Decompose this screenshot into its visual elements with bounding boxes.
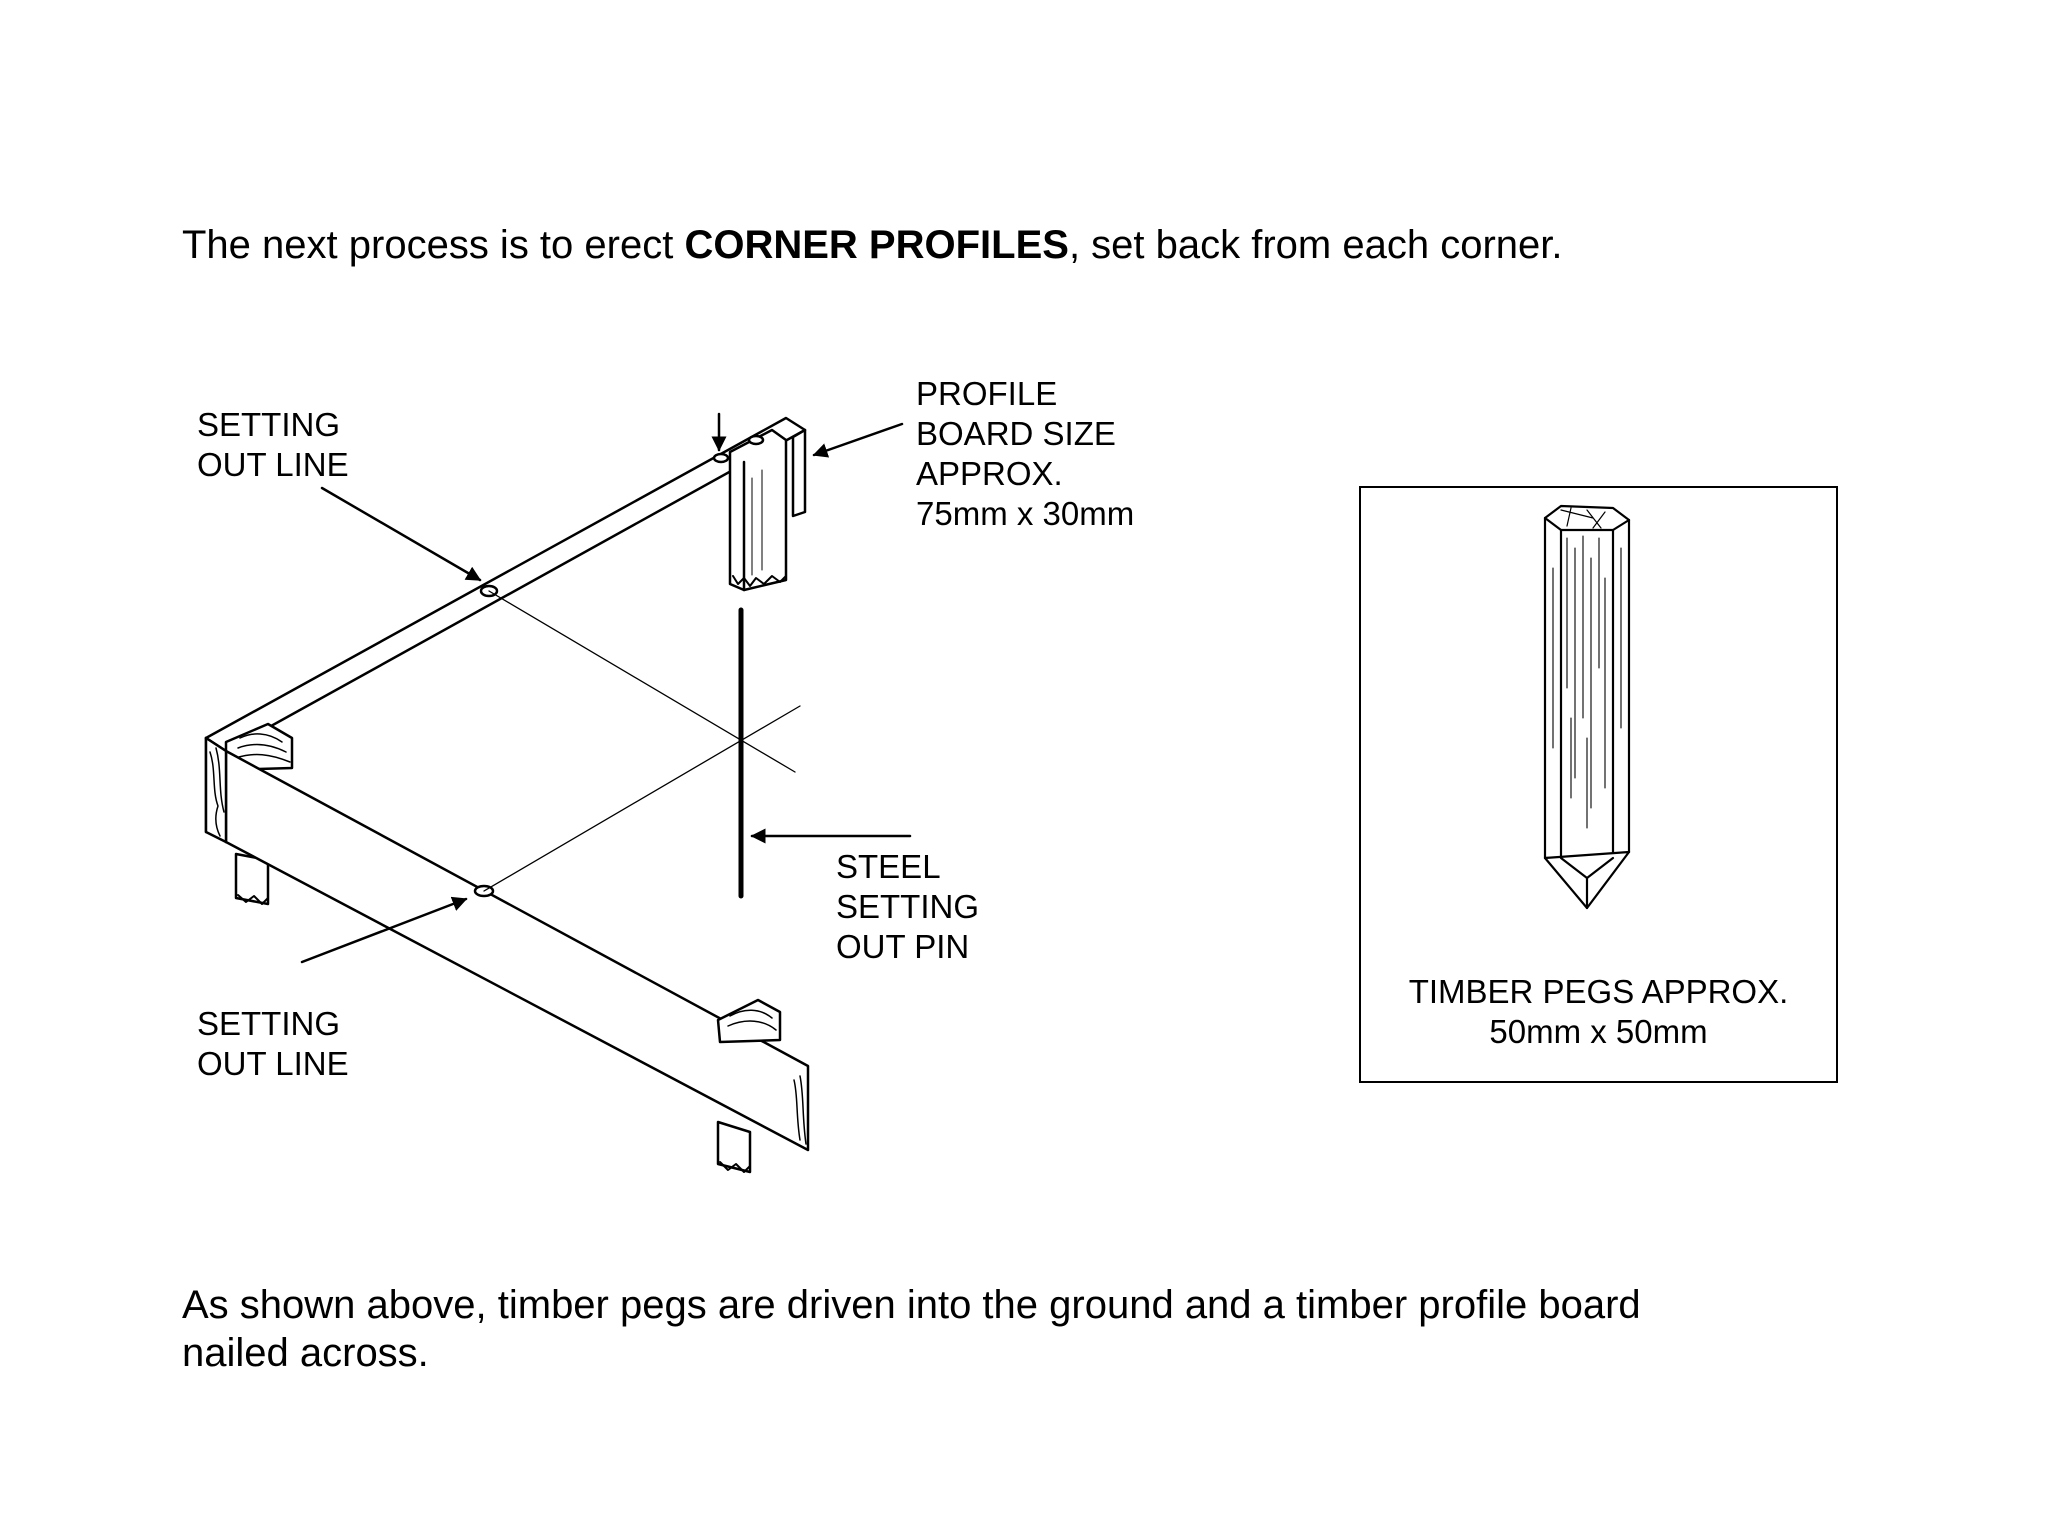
- label-line: STEEL: [836, 848, 941, 885]
- label-line: SETTING: [197, 1005, 341, 1042]
- outro-line-1: As shown above, timber pegs are driven i…: [182, 1283, 1641, 1327]
- outro-text: As shown above, timber pegs are driven i…: [182, 1281, 1641, 1377]
- label-line: SETTING: [197, 406, 341, 443]
- caption-line: 50mm x 50mm: [1489, 1013, 1708, 1050]
- nail-hole-top-b: [747, 434, 765, 446]
- arrow-setting-out-line-bottom: [300, 896, 468, 964]
- label-arrows: [300, 412, 912, 964]
- front-peg-lower: [716, 998, 782, 1174]
- label-line: BOARD SIZE: [916, 415, 1116, 452]
- arrow-setting-out-line-top: [320, 486, 482, 582]
- label-profile-board: PROFILE BOARD SIZE APPROX. 75mm x 30mm: [916, 374, 1134, 534]
- nail-hole-top-a: [712, 452, 730, 464]
- label-line: SETTING: [836, 888, 980, 925]
- intro-text-start: The next process is to erect: [182, 223, 685, 267]
- label-steel-pin: STEEL SETTING OUT PIN: [836, 847, 979, 967]
- label-line: OUT PIN: [836, 928, 970, 965]
- label-line: 75mm x 30mm: [916, 495, 1135, 532]
- outro-line-2: nailed across.: [182, 1331, 429, 1375]
- intro-text-end: , set back from each corner.: [1068, 223, 1563, 267]
- timber-peg-caption: TIMBER PEGS APPROX. 50mm x 50mm: [1361, 972, 1836, 1052]
- string-lines: [483, 590, 801, 892]
- label-setting-out-line-top: SETTING OUT LINE: [197, 405, 349, 485]
- corner-profile-drawing: [204, 412, 912, 1174]
- label-line: PROFILE: [916, 375, 1058, 412]
- rear-peg-upper: [728, 428, 788, 592]
- intro-text: The next process is to erect CORNER PROF…: [182, 221, 1563, 269]
- timber-peg-panel: TIMBER PEGS APPROX. 50mm x 50mm: [1359, 486, 1838, 1083]
- timber-peg-drawing: [1543, 504, 1631, 910]
- caption-line: TIMBER PEGS APPROX.: [1408, 973, 1789, 1010]
- lower-profile-board: [204, 736, 810, 1152]
- label-line: OUT LINE: [197, 1045, 349, 1082]
- intro-text-bold: CORNER PROFILES: [684, 223, 1069, 267]
- label-line: OUT LINE: [197, 446, 349, 483]
- label-line: APPROX.: [916, 455, 1063, 492]
- label-setting-out-line-bottom: SETTING OUT LINE: [197, 1004, 349, 1084]
- arrow-profile-board: [812, 422, 904, 458]
